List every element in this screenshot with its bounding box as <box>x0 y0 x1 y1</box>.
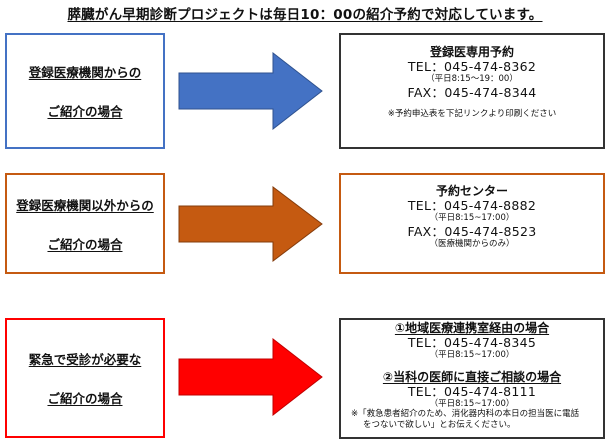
registered-reservation-tel[interactable]: TEL：045-474-8362 <box>407 59 537 75</box>
regional-liaison-heading: ①地域医療連携室経由の場合 <box>394 321 550 335</box>
direct-consult-heading: ②当科の医師に直接ご相談の場合 <box>382 369 562 384</box>
page-title: 膵臓がん早期診断プロジェクトは毎日10：00の紹介予約で対応しています。 <box>67 7 543 23</box>
non-registered-referral-line1: 登録医療機関以外からの <box>16 197 154 213</box>
registered-referral-line1: 登録医療機関からの <box>28 65 142 80</box>
direct-consult-tel[interactable]: TEL：045-474-8111 <box>407 383 537 399</box>
emergency-contact-box: ①地域医療連携室経由の場合 TEL：045-474-8345 （平日8:15~1… <box>339 318 605 439</box>
emergency-referral-line1: 緊急で受診が必要な <box>28 352 142 367</box>
arrow-right-icon <box>178 52 323 130</box>
registered-reservation-fax: FAX：045-474-8344 <box>407 84 537 100</box>
regional-liaison-tel[interactable]: TEL：045-474-8345 <box>407 335 537 351</box>
reservation-center-hours: （平日8:15~17:00） <box>429 213 515 224</box>
regional-liaison-hours: （平日8:15~17:00） <box>429 350 515 361</box>
registered-reservation-note: ※予約申込表を下記リンクより印刷ください <box>387 108 557 119</box>
reservation-center-heading: 予約センター <box>435 184 508 198</box>
reservation-center-box: 予約センター TEL：045-474-8882 （平日8:15~17:00） F… <box>339 173 605 274</box>
emergency-referral-line2: ご紹介の場合 <box>47 391 123 406</box>
direct-consult-note-line1: ※「救急患者紹介のため、消化器内科の本日の担当医に電話 <box>351 409 580 420</box>
registered-reservation-hours: （平日8:15～19：00） <box>426 74 518 85</box>
emergency-referral-label-box: 緊急で受診が必要な ご紹介の場合 <box>5 318 165 438</box>
non-registered-referral-label-box: 登録医療機関以外からの ご紹介の場合 <box>5 173 165 274</box>
registered-referral-line2: ご紹介の場合 <box>47 104 123 119</box>
registered-reservation-box: 登録医専用予約 TEL：045-474-8362 （平日8:15～19：00） … <box>339 33 605 149</box>
arrow-right-icon <box>178 338 323 416</box>
registered-referral-label-box: 登録医療機関からの ご紹介の場合 <box>5 33 165 149</box>
non-registered-referral-line2: ご紹介の場合 <box>47 236 123 252</box>
arrow-right-icon <box>178 186 323 262</box>
reservation-center-fax: FAX：045-474-8523 <box>407 223 537 239</box>
reservation-center-tel[interactable]: TEL：045-474-8882 <box>407 198 537 214</box>
direct-consult-note-line2: をつないで欲しい」とお伝えください。 <box>363 419 516 430</box>
reservation-center-fax-note: （医療機関からのみ） <box>429 238 515 249</box>
direct-consult-hours: （平日8:15~17:00） <box>429 398 515 409</box>
registered-reservation-heading: 登録医専用予約 <box>429 45 514 59</box>
